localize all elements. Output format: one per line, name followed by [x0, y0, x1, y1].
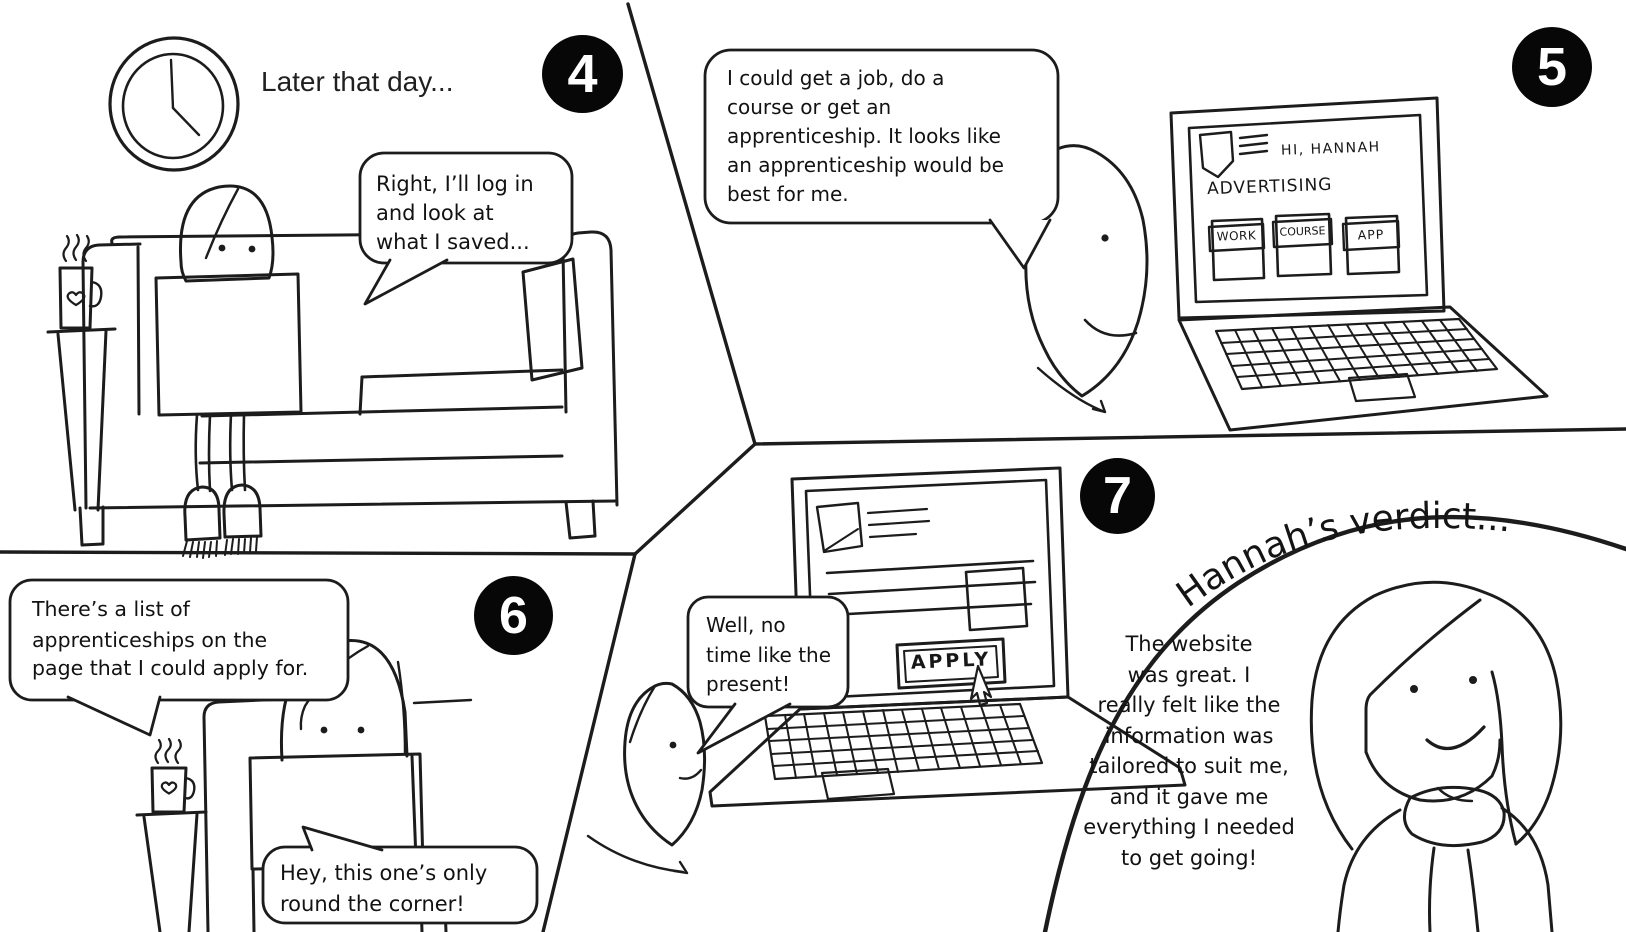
panel5-speech-text: I could get a job, do a course or get an… — [727, 64, 1004, 209]
screen-card-course: COURSE — [1279, 224, 1326, 239]
panel6-speech-top-text: There’s a list of apprenticeships on the — [32, 594, 267, 656]
hannah-profile-head-7 — [586, 681, 707, 875]
cursor-icon — [969, 664, 993, 707]
speech-line: time like the — [706, 642, 832, 667]
speech-bubble-5 — [703, 48, 1060, 225]
speech-bubble-6-top-tail — [66, 695, 162, 737]
speech-bubbles — [8, 48, 1060, 925]
apply-button-box — [895, 637, 1007, 690]
touchpad — [820, 767, 896, 801]
panel4-speech-text: Right, I’ll log in and look at what I sa… — [376, 170, 534, 257]
girl-on-couch — [154, 184, 303, 559]
steam-icon — [62, 233, 90, 263]
apply-button-box-inner — [903, 645, 999, 683]
speech-bubble-6-bottom-tail — [301, 825, 384, 852]
verdict-quote: The website was great. I really felt lik… — [1078, 629, 1300, 873]
speech-line: apprenticeships on the — [32, 628, 268, 652]
quote-line: was great. I — [1127, 662, 1251, 687]
speech-bubble-6-bottom — [261, 845, 539, 925]
mug-icon — [58, 266, 94, 330]
speech-line: Hey, this one’s only — [280, 861, 488, 885]
speech-bubble-5-tail — [988, 218, 1052, 270]
speech-line: apprenticeship. It looks like — [727, 124, 1001, 148]
speech-bubble-4-tail — [363, 258, 449, 306]
speech-bubble-6-top — [8, 578, 350, 702]
heart-icon — [66, 291, 86, 307]
quote-line: and it gave me — [1109, 784, 1269, 809]
screen-card-work: WORK — [1216, 228, 1257, 244]
speech-line: an apprenticeship would be — [727, 153, 1004, 177]
speech-line: round the corner! — [280, 892, 465, 916]
speech-line: best for me. — [727, 182, 849, 206]
panel4-caption: Later that day... — [261, 66, 454, 97]
speech-bubble-7-tail — [696, 702, 792, 755]
panel7-speech-text: Well, no time like the present! — [706, 611, 831, 700]
panel7-number-badge: 7 — [1080, 458, 1155, 534]
speech-bubble-4 — [358, 151, 574, 265]
speech-line: present! — [706, 672, 791, 696]
menu-icon — [1238, 133, 1269, 156]
quote-line: The website — [1125, 632, 1253, 656]
quote-line: to get going! — [1121, 845, 1257, 870]
clock-icon — [108, 36, 240, 172]
touchpad — [1347, 372, 1417, 403]
quote-line: really felt like the — [1097, 693, 1281, 717]
speech-line: page that I could apply for. — [32, 656, 309, 680]
speech-line: what I saved... — [376, 230, 530, 254]
hannah-portrait — [1309, 580, 1563, 932]
side-table-mug — [46, 233, 117, 512]
panel6-number-badge: 6 — [474, 576, 553, 655]
speech-line: Right, I’ll log in — [376, 172, 534, 196]
panel4-number-badge: 4 — [542, 35, 623, 113]
speech-line: course or get an — [727, 95, 892, 119]
quote-line: everything I needed — [1083, 815, 1295, 839]
panel6-speech-bottom-text: Hey, this one’s only round the corner! — [280, 858, 487, 920]
side-table-mug-6 — [135, 737, 208, 932]
speech-line: and look at — [376, 201, 494, 225]
speech-line: Well, no — [706, 613, 786, 637]
panel5-number-badge: 5 — [1512, 27, 1592, 107]
heart-icon — [160, 781, 178, 795]
logo-icon — [1198, 130, 1235, 179]
speech-line: There’s a list of — [32, 597, 190, 621]
speech-line: I could get a job, do a — [727, 66, 945, 90]
apply-button-label: APPLY — [910, 648, 992, 674]
scarf — [1403, 785, 1506, 848]
quote-line: information was — [1104, 723, 1274, 748]
screen-card-app: APP — [1357, 226, 1385, 243]
laptop-lid — [154, 272, 303, 417]
laptop-5 — [1169, 96, 1549, 432]
mug-icon — [150, 766, 188, 814]
quote-line: tailored to suit me, — [1089, 754, 1289, 778]
steam-icon — [154, 737, 182, 765]
